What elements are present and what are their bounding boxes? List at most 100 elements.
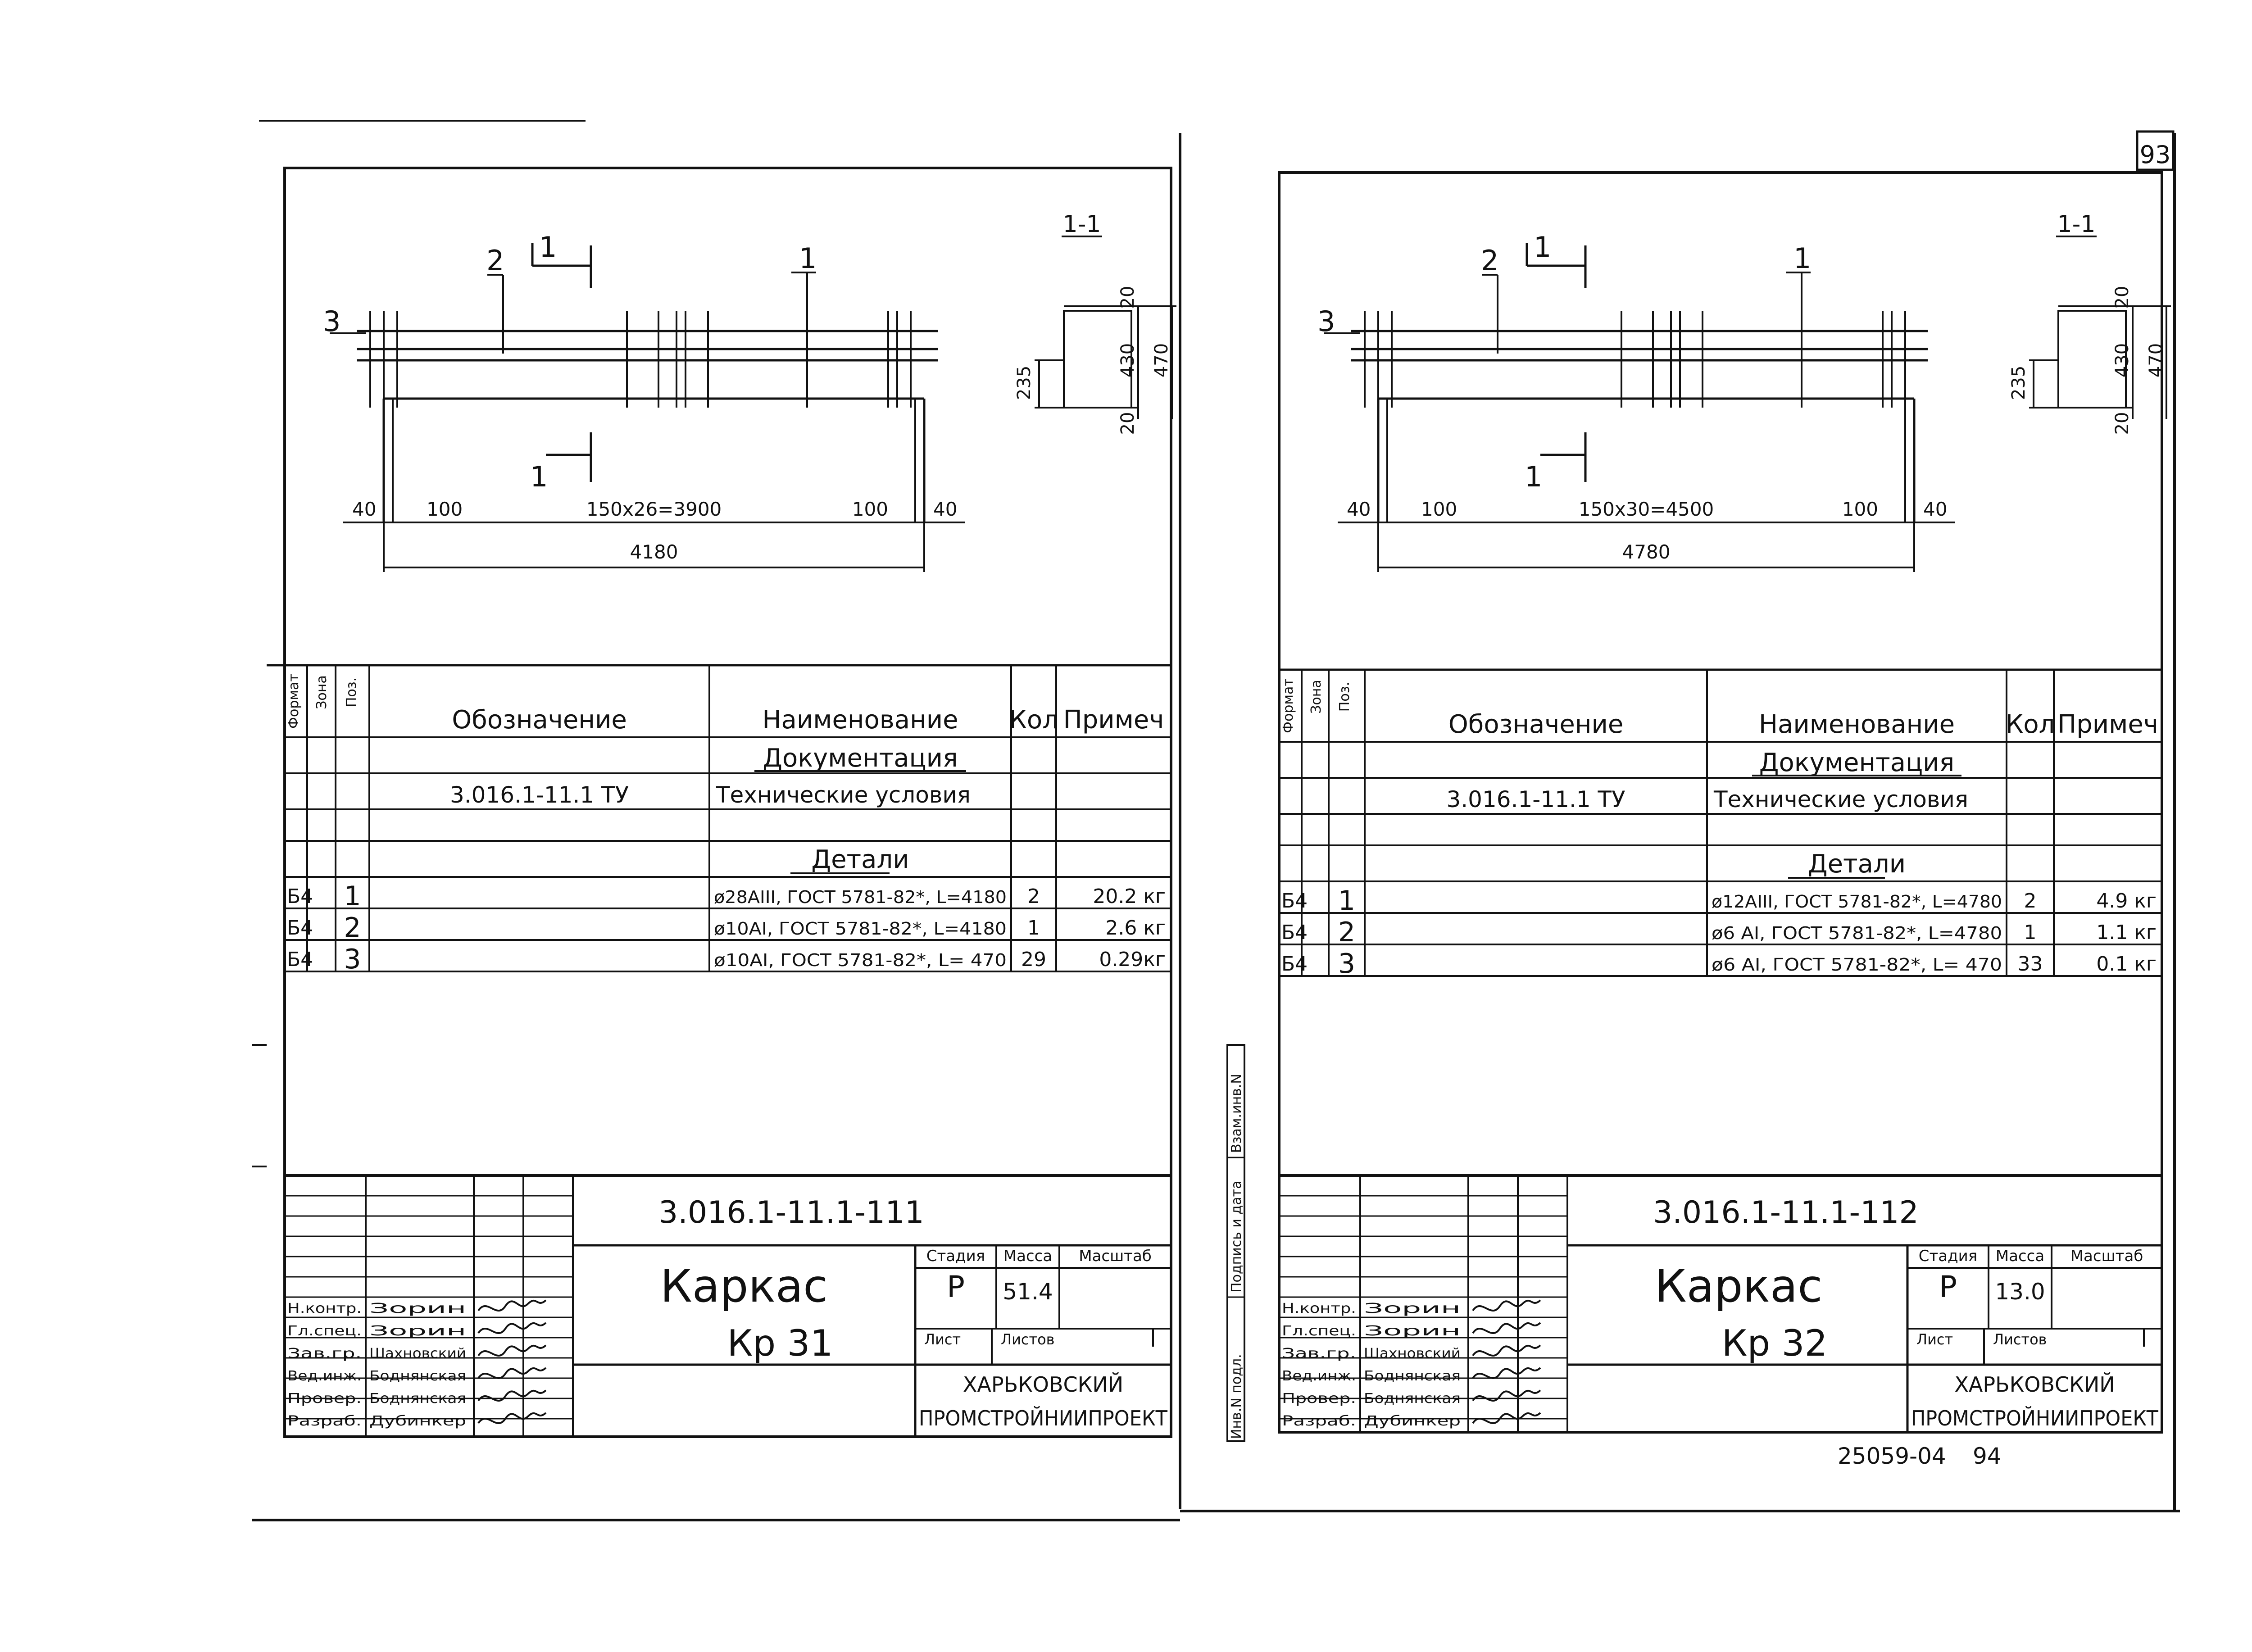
dim-span: 150х26=3900 <box>586 498 722 520</box>
part-pos: 2 <box>1338 917 1355 948</box>
title-sub: Кр 32 <box>1722 1322 1828 1364</box>
label-sheet: Лист <box>924 1331 961 1348</box>
doc-code: 3.016.1-11.1-111 <box>658 1195 924 1230</box>
sheet-frame <box>283 167 1172 1438</box>
part-format: Б4 <box>1281 921 1308 944</box>
part-note: 20.2 кг <box>1093 885 1166 908</box>
part-note: 0.1 кг <box>2096 953 2157 976</box>
spec-header-qty: Кол <box>1009 705 1058 735</box>
part-note: 2.6 кг <box>1105 917 1166 939</box>
spec-header-pos: Поз. <box>344 677 359 707</box>
spec-header-designation: Обозначение <box>1448 710 1624 739</box>
part-qty: 1 <box>2024 921 2037 944</box>
dim-left-end: 40 <box>1347 498 1371 520</box>
signature-scribble <box>1472 1322 1541 1334</box>
cut-label-top: 1 <box>539 231 557 263</box>
stamp-inv: Инв.N подл. <box>1229 1354 1244 1439</box>
spec-header-note: Примеч <box>1063 705 1164 735</box>
part-name: ø10АI, ГОСТ 5781-82*, L=4180 <box>714 919 1007 939</box>
signature-scribble <box>1472 1389 1541 1402</box>
callout-pos-3: 3 <box>1317 305 1335 338</box>
signer-name: Зорин <box>369 1301 466 1316</box>
doc-heading: Документация <box>763 744 958 773</box>
callout-pos-1: 1 <box>799 242 817 275</box>
part-qty: 33 <box>2018 953 2043 976</box>
part-note: 4.9 кг <box>2096 890 2157 912</box>
label-sheet: Лист <box>1916 1331 1953 1348</box>
value-mass: 13.0 <box>1995 1279 2045 1305</box>
signer-role: Разраб. <box>287 1413 362 1429</box>
part-name: ø10АI, ГОСТ 5781-82*, L= 470 <box>714 950 1007 970</box>
dim-left-offset: 100 <box>427 498 463 520</box>
doc-heading: Документация <box>1759 748 1954 777</box>
signature-scribble <box>1472 1344 1541 1357</box>
dim-left-offset: 100 <box>1421 498 1457 520</box>
dim-total: 4180 <box>630 541 678 563</box>
signer-role: Провер. <box>1282 1391 1356 1407</box>
part-pos: 2 <box>344 912 361 944</box>
label-stage: Стадия <box>1919 1247 1977 1265</box>
footer-page: 94 <box>1973 1443 2002 1469</box>
section-dim-235: 235 <box>2008 366 2029 400</box>
title-main: Каркас <box>660 1260 828 1312</box>
section-dim-20-top: 20 <box>1117 286 1138 309</box>
section-dim-20-top: 20 <box>2112 286 2133 309</box>
callout-pos-2: 2 <box>486 244 504 277</box>
part-pos: 3 <box>344 944 361 975</box>
spec-header-zone: Зона <box>1308 680 1324 714</box>
doc-code: 3.016.1-11.1-112 <box>1653 1195 1919 1230</box>
part-note: 0.29кг <box>1099 948 1166 971</box>
signer-name: Шахновский <box>369 1346 466 1362</box>
label-sheets: Листов <box>1993 1331 2047 1348</box>
signer-name: Боднянская <box>1364 1368 1461 1384</box>
dim-right-end: 40 <box>1923 498 1947 520</box>
dim-left-end: 40 <box>352 498 376 520</box>
part-name: ø12АIII, ГОСТ 5781-82*, L=4780 <box>1712 892 2002 912</box>
sheet-frame <box>1278 171 2163 1434</box>
doc-ref-name: Технические условия <box>1713 786 1968 812</box>
title-sub: Кр 31 <box>727 1322 833 1364</box>
dim-right-offset: 100 <box>1842 498 1878 520</box>
label-scale: Масштаб <box>1079 1247 1152 1265</box>
signer-name: Дубинкер <box>369 1413 466 1429</box>
part-format: Б4 <box>287 885 313 908</box>
label-stage: Стадия <box>926 1247 985 1265</box>
signer-role: Разраб. <box>1282 1413 1356 1429</box>
org-name-2: ПРОМСТРОЙНИИПРОЕКТ <box>919 1406 1168 1430</box>
spec-header-format: Формат <box>286 674 302 729</box>
signer-name: Зорин <box>369 1323 466 1339</box>
title-main: Каркас <box>1655 1260 1822 1312</box>
parts-heading: Детали <box>811 845 909 874</box>
label-sheets: Листов <box>1001 1331 1055 1348</box>
part-note: 1.1 кг <box>2096 921 2157 944</box>
signature-scribble <box>477 1344 547 1357</box>
cut-label-bottom: 1 <box>1525 460 1542 493</box>
signer-role: Вед.инж. <box>287 1368 362 1384</box>
doc-ref-designation: 3.016.1-11.1 ТУ <box>1446 786 1625 812</box>
signer-role: Вед.инж. <box>1282 1368 1356 1384</box>
dim-right-end: 40 <box>933 498 957 520</box>
signer-role: Н.контр. <box>287 1301 362 1316</box>
doc-ref-name: Технические условия <box>716 782 971 808</box>
dim-right-offset: 100 <box>852 498 888 520</box>
section-dim-470: 470 <box>2146 343 2166 377</box>
spec-header-name: Наименование <box>1759 710 1955 739</box>
dim-total: 4780 <box>1622 541 1671 563</box>
section-dim-235: 235 <box>1014 366 1035 400</box>
doc-ref-designation: 3.016.1-11.1 ТУ <box>450 782 629 808</box>
part-pos: 1 <box>344 880 361 912</box>
side-stamp: Инв.N подл. Подпись и дата Взам.инв.N <box>1226 1044 1245 1442</box>
signature-scribble <box>1472 1412 1541 1424</box>
spec-header-name: Наименование <box>762 705 958 735</box>
page-number-box <box>2136 130 2175 171</box>
part-format: Б4 <box>287 917 313 939</box>
part-pos: 1 <box>1338 885 1355 917</box>
value-stage: Р <box>1939 1270 1957 1304</box>
org-name-2: ПРОМСТРОЙНИИПРОЕКТ <box>1911 1406 2159 1430</box>
